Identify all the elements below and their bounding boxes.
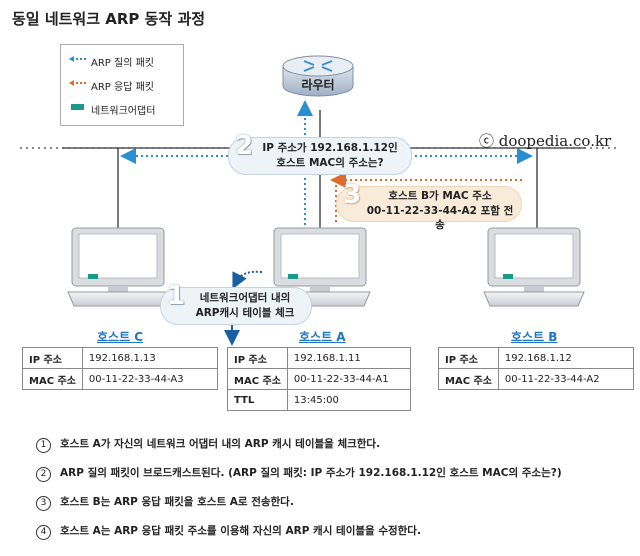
table-key: TTL	[227, 389, 288, 411]
arp-response-arrows	[330, 172, 522, 225]
step-text: ARP 질의 패킷이 브로드캐스트된다. (ARP 질의 패킷: IP 주소가 …	[60, 467, 562, 479]
step-number: 3	[343, 180, 362, 210]
adapter-icon	[71, 104, 84, 110]
step-item: 2 ARP 질의 패킷이 브로드캐스트된다. (ARP 질의 패킷: IP 주소가…	[36, 465, 562, 482]
legend-item-adapter: 네트워크어댑터	[69, 103, 155, 117]
legend-label: 네트워크어댑터	[91, 106, 156, 117]
step-text: 호스트 A가 자신의 네트워크 어댑터 내의 ARP 캐시 테이블을 체크한다.	[60, 438, 381, 450]
table-key: MAC 주소	[227, 368, 288, 390]
host-c-computer-icon	[67, 227, 169, 307]
bubble-line: 호스트 B가 MAC 주소	[388, 190, 492, 202]
table-value: 192.168.1.11	[286, 347, 411, 369]
bubble-line: ARP캐시 테이블 체크	[195, 307, 295, 319]
step-number: 1	[167, 281, 186, 311]
legend: ARP 질의 패킷 ARP 응답 패킷 네트워크어댑터	[60, 44, 184, 126]
router-label: 라우터	[301, 78, 335, 92]
step-number: 1	[36, 438, 51, 453]
step-text: 호스트 A는 ARP 응답 패킷 주소를 이용해 자신의 ARP 캐시 테이블을…	[60, 525, 421, 537]
table-row: IP 주소 192.168.1.12	[438, 347, 634, 369]
table-value: 13:45:00	[286, 389, 411, 411]
table-value: 00-11-22-33-44-A2	[497, 368, 634, 390]
bubble-line: 네트워크어댑터 내의	[199, 292, 291, 304]
host-a-label: 호스트 A	[299, 330, 346, 344]
bubble-line: 호스트 MAC의 주소는?	[276, 157, 384, 169]
table-value: 192.168.1.12	[497, 347, 634, 369]
step-number: 2	[235, 131, 254, 161]
step-number: 3	[36, 496, 51, 511]
table-row: IP 주소 192.168.1.13	[22, 347, 218, 369]
arp-response-bubble: 3 호스트 B가 MAC 주소 00-11-22-33-44-A2 포함 전송	[336, 180, 522, 231]
host-c-table: IP 주소 192.168.1.13 MAC 주소 00-11-22-33-44…	[22, 347, 218, 390]
step-number: 4	[36, 525, 51, 540]
table-row: MAC 주소 00-11-22-33-44-A2	[438, 368, 634, 390]
bubble-line: 00-11-22-33-44-A2 포함 전송	[366, 205, 514, 231]
arp-query-bubble: 2 IP 주소가 192.168.1.12인 호스트 MAC의 주소는?	[228, 131, 412, 175]
table-value: 192.168.1.13	[81, 347, 218, 369]
host-c-label: 호스트 C	[97, 330, 144, 344]
legend-item-query: ARP 질의 패킷	[69, 55, 154, 69]
table-key: IP 주소	[438, 347, 499, 369]
step-item: 4 호스트 A는 ARP 응답 패킷 주소를 이용해 자신의 ARP 캐시 테이블…	[36, 523, 421, 540]
page-title: 동일 네트워크 ARP 동작 과정	[12, 10, 206, 28]
step-number: 2	[36, 467, 51, 482]
legend-item-response: ARP 응답 패킷	[69, 79, 154, 93]
table-row: MAC 주소 00-11-22-33-44-A3	[22, 368, 218, 390]
host-a-table: IP 주소 192.168.1.11 MAC 주소 00-11-22-33-44…	[227, 347, 411, 411]
table-row: TTL 13:45:00	[227, 389, 411, 411]
table-row: MAC 주소 00-11-22-33-44-A1	[227, 368, 411, 390]
table-key: MAC 주소	[22, 368, 83, 390]
table-key: IP 주소	[227, 347, 288, 369]
cache-check-arrow	[232, 270, 263, 290]
dotted-arrow-icon	[69, 56, 86, 62]
dotted-arrow-icon	[69, 80, 86, 86]
copyright-text: ⓒ doopedia.co.kr	[479, 132, 612, 150]
host-b-computer-icon	[483, 227, 585, 307]
router-icon	[282, 55, 354, 97]
table-row: IP 주소 192.168.1.11	[227, 347, 411, 369]
step-text: 호스트 B는 ARP 응답 패킷을 호스트 A로 전송한다.	[60, 496, 294, 508]
step-item: 3 호스트 B는 ARP 응답 패킷을 호스트 A로 전송한다.	[36, 494, 294, 511]
table-key: IP 주소	[22, 347, 83, 369]
step-item: 1 호스트 A가 자신의 네트워크 어댑터 내의 ARP 캐시 테이블을 체크한다…	[36, 436, 380, 453]
host-b-table: IP 주소 192.168.1.12 MAC 주소 00-11-22-33-44…	[438, 347, 634, 390]
table-value: 00-11-22-33-44-A3	[81, 368, 218, 390]
table-value: 00-11-22-33-44-A1	[286, 368, 411, 390]
legend-label: ARP 응답 패킷	[91, 82, 154, 93]
arp-query-arrows	[120, 100, 533, 225]
legend-label: ARP 질의 패킷	[91, 58, 154, 69]
cache-check-bubble: 1 네트워크어댑터 내의 ARP캐시 테이블 체크	[160, 281, 312, 325]
host-b-label: 호스트 B	[511, 330, 558, 344]
table-key: MAC 주소	[438, 368, 499, 390]
bubble-line: IP 주소가 192.168.1.12인	[262, 142, 398, 154]
